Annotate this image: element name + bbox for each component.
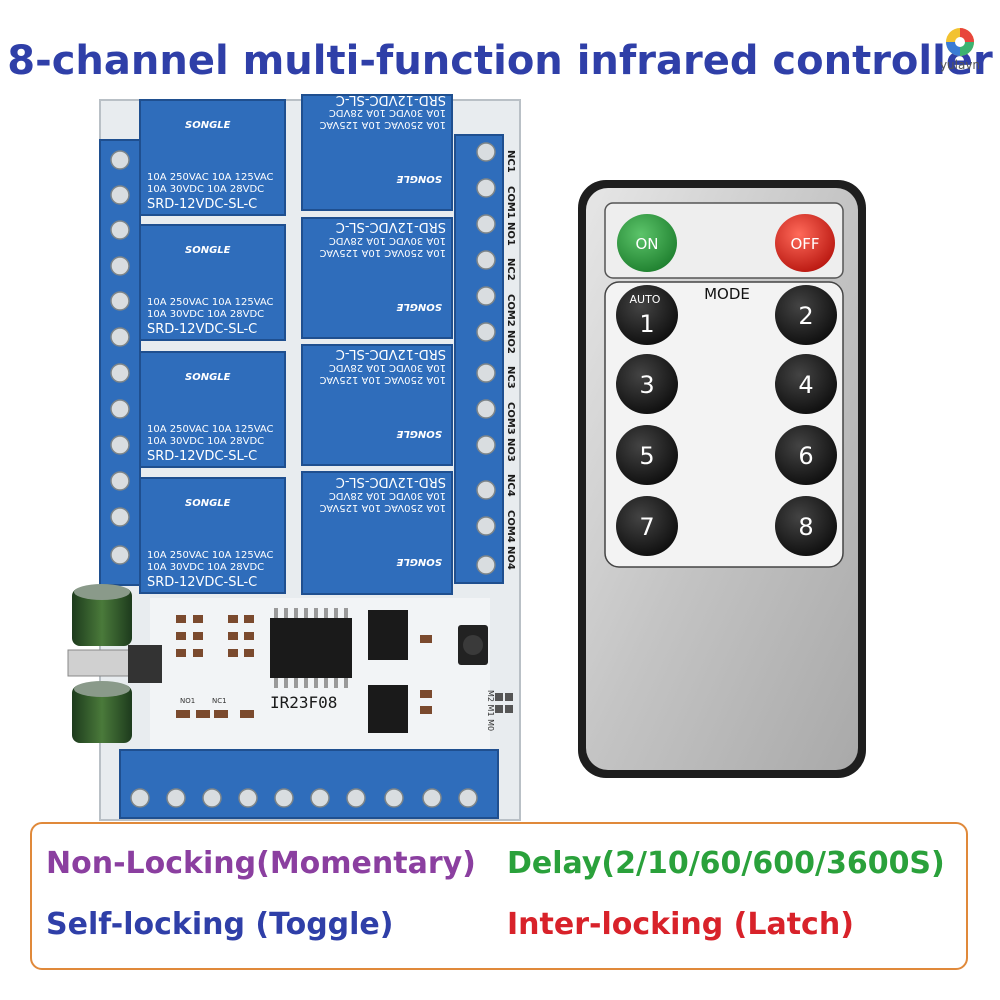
features-box: Non-Locking(Momentary) Delay(2/10/60/600… — [30, 822, 968, 970]
microcontroller-chip — [270, 608, 352, 688]
relay-left-2 — [139, 224, 286, 341]
button-label: 2 — [798, 302, 813, 330]
power-off-button[interactable] — [775, 214, 835, 272]
relay-brand: SONGLE — [185, 245, 231, 256]
terminal-label: NC2 — [505, 258, 516, 281]
terminal-label: COM3 — [505, 402, 516, 435]
logo-text: yulavn — [939, 58, 981, 72]
mode-button-3[interactable] — [616, 354, 678, 414]
mode-button-7[interactable] — [616, 496, 678, 556]
relay-brand: SONGLE — [396, 556, 442, 567]
terminal-block-right — [454, 134, 504, 584]
button-label: 1 — [639, 310, 654, 338]
relay-brand: SONGLE — [185, 498, 231, 509]
relay-left-4 — [139, 477, 286, 594]
auto-label: AUTO — [630, 293, 661, 306]
relay-rating: 10A 30VDC 10A 28VDC — [147, 184, 264, 195]
on-label: ON — [635, 235, 658, 253]
mode-button-6[interactable] — [775, 425, 837, 485]
terminal-label: NC3 — [505, 366, 516, 389]
relay-rating: 10A 250VAC 10A 125VAC — [319, 502, 446, 513]
relay-rating: 10A 250VAC 10A 125VAC — [147, 550, 274, 561]
terminal-block-bottom — [119, 749, 499, 819]
relay-rating: 10A 250VAC 10A 125VAC — [319, 374, 446, 385]
logo-icon — [946, 28, 974, 56]
relay-brand: SONGLE — [185, 120, 231, 131]
relay-rating: 10A 30VDC 10A 28VDC — [147, 309, 264, 320]
button-label: 5 — [639, 442, 654, 470]
relay-rating: 10A 30VDC 10A 28VDC — [147, 436, 264, 447]
relay-board: SONGLE 10A 250VAC 10A 125VAC 10A 30VDC 1… — [67, 92, 521, 821]
relay-rating: 10A 250VAC 10A 125VAC — [319, 247, 446, 258]
relay-right-4 — [301, 471, 453, 595]
ir-receiver — [458, 625, 488, 665]
relay-left-3 — [139, 351, 286, 468]
terminal-label: NO3 — [505, 438, 516, 462]
mode-button-1[interactable] — [616, 285, 678, 345]
feature-inter-locking: Inter-locking (Latch) — [507, 907, 854, 942]
output-label: NO1 — [180, 697, 195, 705]
terminal-block-left — [99, 139, 141, 586]
terminal-label: NC4 — [505, 474, 516, 497]
relay-model: SRD-12VDC-SL-C — [147, 449, 257, 464]
terminal-label: NO1 — [505, 222, 516, 246]
button-label: 6 — [798, 442, 813, 470]
relay-right-3 — [301, 344, 453, 466]
button-label: 3 — [639, 371, 654, 399]
relay-rating: 10A 250VAC 10A 125VAC — [147, 297, 274, 308]
mode-button-4[interactable] — [775, 354, 837, 414]
button-label: 4 — [798, 371, 813, 399]
voltage-regulator — [67, 645, 162, 683]
relay-rating: 10A 30VDC 10A 28VDC — [329, 490, 446, 501]
terminal-label: NO4 — [505, 546, 516, 570]
button-label: 7 — [639, 513, 654, 541]
relay-brand: SONGLE — [185, 372, 231, 383]
capacitor — [72, 584, 132, 743]
button-label: 8 — [798, 513, 813, 541]
relay-model: SRD-12VDC-SL-C — [147, 197, 257, 212]
terminal-label: NO2 — [505, 330, 516, 354]
relay-right-1 — [301, 94, 453, 211]
terminal-label: COM4 — [505, 510, 516, 543]
relay-rating: 10A 30VDC 10A 28VDC — [329, 107, 446, 118]
output-label: NC1 — [212, 697, 227, 705]
board-model-label: IR23F08 — [270, 693, 337, 712]
ir-remote: ON OFF MODE AUTO 1 2 3 4 5 6 7 8 — [578, 180, 866, 778]
mode-button-5[interactable] — [616, 425, 678, 485]
jumper-label: M2 M1 M0 — [486, 690, 495, 731]
relay-right-2 — [301, 217, 453, 339]
relay-rating: 10A 250VAC 10A 125VAC — [147, 172, 274, 183]
relay-rating: 10A 30VDC 10A 28VDC — [147, 562, 264, 573]
feature-self-locking: Self-locking (Toggle) — [46, 907, 394, 942]
relay-brand: SONGLE — [396, 173, 442, 184]
terminal-label: NC1 — [505, 150, 516, 173]
feature-non-locking: Non-Locking(Momentary) — [46, 846, 476, 881]
terminal-label: COM2 — [505, 294, 516, 327]
relay-model: SRD-12VDC-SL-C — [336, 346, 446, 361]
relay-left-1 — [139, 99, 286, 216]
relay-brand: SONGLE — [396, 301, 442, 312]
driver-chip — [368, 610, 408, 733]
mode-label: MODE — [704, 285, 750, 303]
relay-brand: SONGLE — [396, 428, 442, 439]
relay-rating: 10A 250VAC 10A 125VAC — [319, 119, 446, 130]
power-on-button[interactable] — [617, 214, 677, 272]
page-title: 8-channel multi-function infrared contro… — [7, 38, 993, 84]
mode-button-8[interactable] — [775, 496, 837, 556]
relay-model: SRD-12VDC-SL-C — [336, 474, 446, 489]
relay-model: SRD-12VDC-SL-C — [336, 219, 446, 234]
relay-rating: 10A 30VDC 10A 28VDC — [329, 235, 446, 246]
feature-delay: Delay(2/10/60/600/3600S) — [507, 846, 945, 881]
relay-rating: 10A 30VDC 10A 28VDC — [329, 362, 446, 373]
terminal-label: COM1 — [505, 186, 516, 219]
brand-logo: yulavn — [925, 22, 995, 82]
relay-model: SRD-12VDC-SL-C — [147, 575, 257, 590]
off-label: OFF — [790, 235, 819, 253]
relay-model: SRD-12VDC-SL-C — [147, 322, 257, 337]
relay-model: SRD-12VDC-SL-C — [336, 92, 446, 107]
relay-rating: 10A 250VAC 10A 125VAC — [147, 424, 274, 435]
mode-button-2[interactable] — [775, 285, 837, 345]
